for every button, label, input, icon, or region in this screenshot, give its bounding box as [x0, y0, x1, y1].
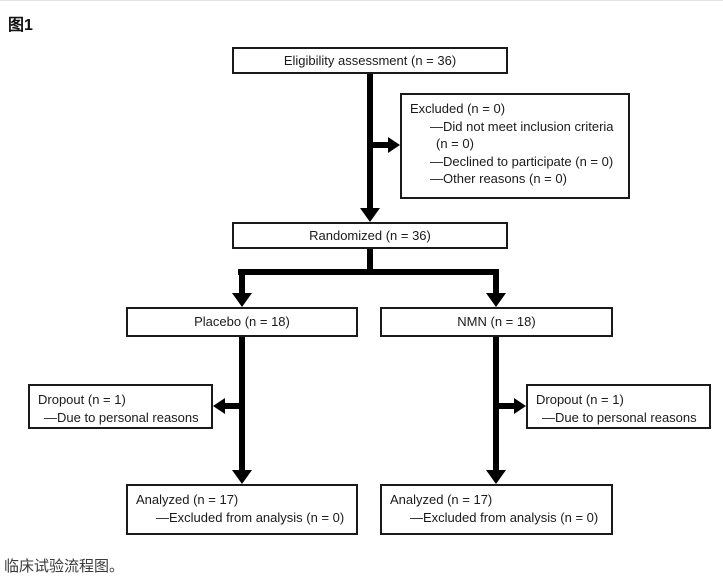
nmn-box: NMN (n = 18)	[380, 307, 613, 337]
arrowhead-left-dropout-icon	[213, 398, 225, 414]
placebo-box: Placebo (n = 18)	[126, 307, 358, 337]
excluded-box: Excluded (n = 0) —Did not meet inclusion…	[400, 93, 630, 199]
dropout-right-line: —Due to personal reasons	[542, 409, 697, 425]
dropout-left-line: Dropout (n = 1)	[38, 392, 126, 407]
dropout-right-box: Dropout (n = 1) —Due to personal reasons	[526, 384, 711, 429]
analyzed-right-box: Analyzed (n = 17) —Excluded from analysi…	[380, 484, 613, 535]
connector-split-left	[239, 269, 245, 294]
figure-caption: 临床试验流程图。	[4, 558, 125, 575]
arrowhead-right-excluded-icon	[388, 137, 400, 153]
arrowhead-right-dropout-icon	[514, 398, 526, 414]
arrowhead-down-placebo-icon	[232, 293, 252, 307]
placebo-text: Placebo (n = 18)	[194, 314, 290, 330]
connector-eligibility-randomized	[367, 74, 373, 208]
arrowhead-down-analyzed-left-icon	[232, 470, 252, 484]
excluded-line: Excluded (n = 0)	[410, 101, 506, 116]
analyzed-right-line: —Excluded from analysis (n = 0)	[410, 509, 599, 525]
arrowhead-down-randomized-icon	[360, 208, 380, 222]
nmn-text: NMN (n = 18)	[457, 314, 536, 330]
figure-label: 图1	[8, 17, 33, 34]
connector-branch-dropout-left	[225, 403, 245, 409]
analyzed-left-line: Analyzed (n = 17)	[136, 492, 239, 507]
connector-branch-dropout-right	[496, 403, 514, 409]
dropout-left-box: Dropout (n = 1) —Due to personal reasons	[28, 384, 213, 429]
connector-randomized-stub	[367, 249, 373, 272]
dropout-left-line: —Due to personal reasons	[44, 409, 199, 425]
randomized-text: Randomized (n = 36)	[309, 227, 431, 243]
excluded-line: —Declined to participate (n = 0)	[430, 153, 614, 169]
dropout-right-line: Dropout (n = 1)	[536, 392, 624, 407]
analyzed-left-line: —Excluded from analysis (n = 0)	[156, 509, 345, 525]
randomized-box: Randomized (n = 36)	[232, 222, 508, 249]
connector-split-horizontal	[238, 269, 499, 275]
eligibility-box: Eligibility assessment (n = 36)	[232, 47, 508, 74]
excluded-line: (n = 0)	[436, 136, 474, 151]
analyzed-left-box: Analyzed (n = 17) —Excluded from analysi…	[126, 484, 358, 535]
arrowhead-down-analyzed-right-icon	[486, 470, 506, 484]
excluded-line: —Did not meet inclusion criteria	[430, 118, 614, 134]
eligibility-text: Eligibility assessment (n = 36)	[283, 52, 457, 68]
connector-split-right	[493, 269, 499, 294]
connector-branch-excluded	[367, 142, 388, 148]
excluded-line: —Other reasons (n = 0)	[430, 171, 567, 186]
analyzed-right-line: Analyzed (n = 17)	[390, 492, 493, 507]
arrowhead-down-nmn-icon	[486, 293, 506, 307]
